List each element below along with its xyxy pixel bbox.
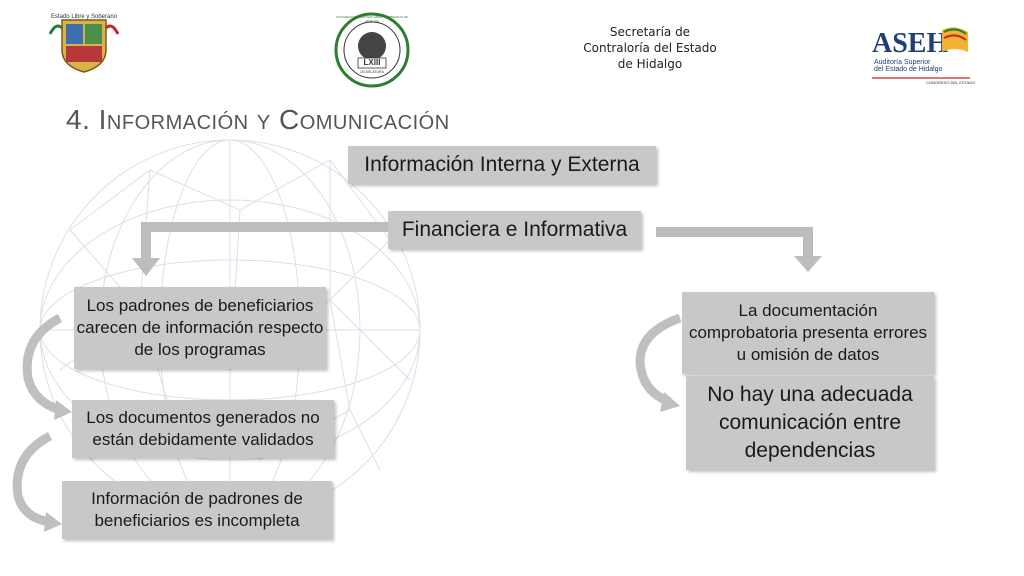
left-box-1-label: Los padrones de beneficiarios carecen de… [76, 296, 324, 359]
secretaria-line-1: Secretaría de [609, 25, 691, 39]
hidalgo-coat-of-arms-logo: Estado Libre y Soberano de Hidalgo [48, 14, 120, 88]
aseh-logo: ASEH Auditoría Superior del Estado de Hi… [870, 22, 980, 86]
curved-arrow-3 [635, 313, 682, 407]
left-box-2-label: Los documentos generados no están debida… [86, 408, 320, 449]
seal-numeral: LXIII [363, 58, 381, 67]
left-arrowhead [132, 258, 160, 276]
secretaria-contraloria-text: Secretaría de Contraloría del Estado de … [580, 24, 720, 72]
right-box-2-label: No hay una adecuada comunicación entre d… [707, 383, 913, 462]
secretaria-line-3: de Hidalgo [617, 57, 683, 71]
congreso-seal-logo: LXIII CONGRESO DEL ESTADO LIBRE Y SOBERA… [334, 12, 410, 88]
right-box-2: No hay una adecuada comunicación entre d… [686, 376, 934, 470]
aseh-sub-3: CONGRESO DEL ESTADO [926, 80, 976, 85]
right-box-1: La documentación comprobatoria presenta … [682, 292, 934, 374]
second-box-label: Financiera e Informativa [401, 218, 628, 241]
secretaria-line-2: Contraloría del Estado [583, 41, 717, 55]
coat-of-arms-icon [48, 19, 120, 73]
curved-arrowhead-1 [54, 400, 72, 420]
curved-arrowhead-2 [44, 512, 62, 532]
curved-arrowhead-3 [660, 392, 680, 412]
right-box-1-label: La documentación comprobatoria presenta … [688, 301, 928, 364]
left-connector-arrow [141, 222, 388, 262]
left-box-1: Los padrones de beneficiarios carecen de… [74, 287, 326, 369]
book-icon [872, 27, 970, 79]
root-box: Información Interna y Externa [348, 146, 656, 184]
aseh-sub-2: del Estado de Hidalgo [874, 66, 943, 73]
left-box-3-label: Información de padrones de beneficiarios… [91, 489, 303, 530]
aseh-sub-1: Auditoría Superior [874, 59, 931, 66]
seal-icon [334, 12, 410, 88]
left-box-3: Información de padrones de beneficiarios… [62, 481, 332, 539]
left-box-2: Los documentos generados no están debida… [72, 400, 334, 458]
root-box-label: Información Interna y Externa [364, 153, 640, 176]
seal-sub-text: LEGISLATURA [360, 70, 384, 74]
seal-ring-text: CONGRESO DEL ESTADO LIBRE Y SOBERANO DE … [335, 15, 409, 23]
page-title: 4. Información y Comunicación [66, 104, 450, 135]
curved-arrow-1 [22, 314, 63, 415]
aseh-wordmark: ASEH [872, 28, 949, 59]
right-connector-arrow [656, 227, 813, 258]
curved-arrow-2 [12, 432, 53, 527]
second-box: Financiera e Informativa [388, 211, 641, 249]
right-arrowhead [794, 256, 822, 272]
